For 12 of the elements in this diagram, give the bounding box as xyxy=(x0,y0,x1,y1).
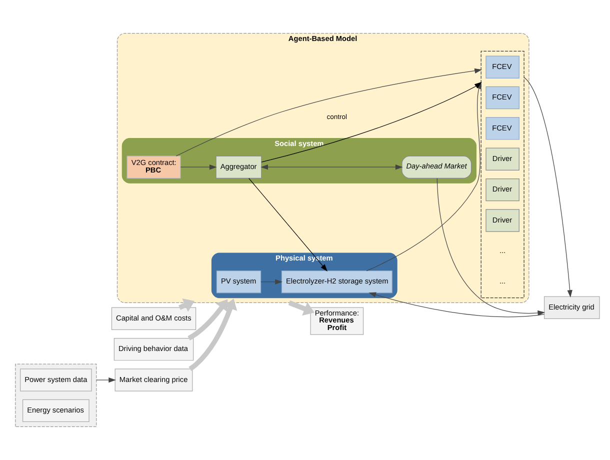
arrow xyxy=(436,178,546,316)
cluster xyxy=(480,50,524,298)
arrow xyxy=(180,164,217,170)
cluster xyxy=(15,364,97,427)
arrow xyxy=(260,164,403,170)
arrow xyxy=(248,178,328,272)
arrow xyxy=(96,377,116,383)
arrow xyxy=(260,279,282,284)
arrow xyxy=(188,298,238,372)
arrow xyxy=(524,76,572,298)
arrow xyxy=(368,292,545,318)
arrow xyxy=(288,300,314,316)
